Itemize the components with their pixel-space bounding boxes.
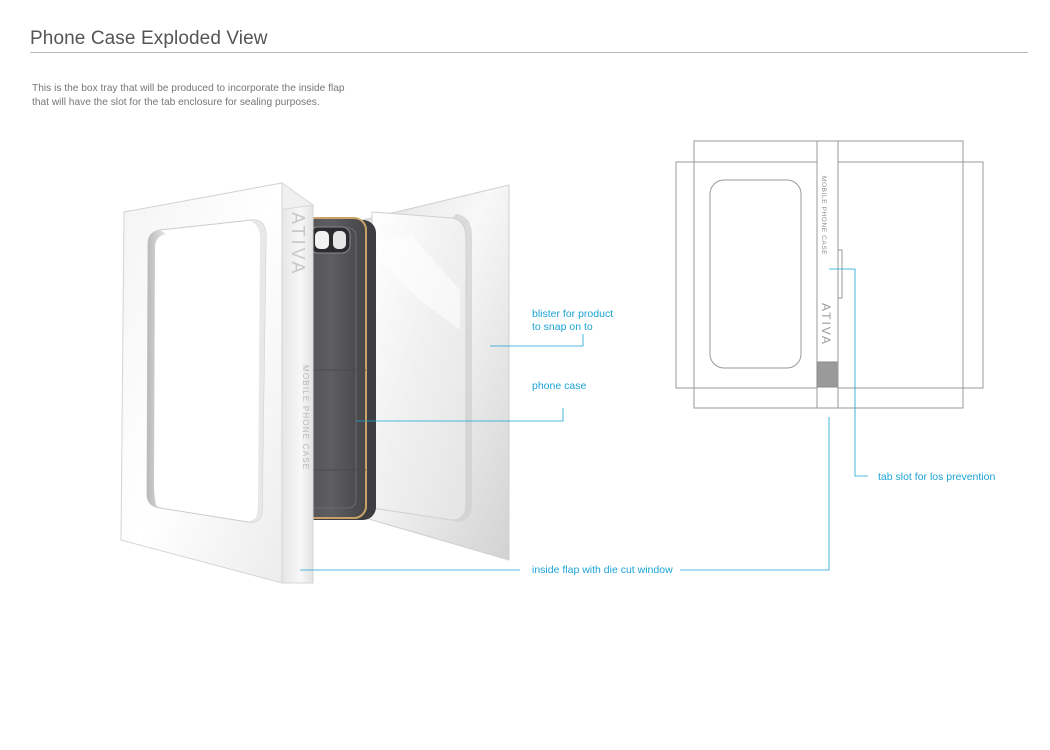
box-tray	[120, 182, 315, 584]
tray-brand-text: ATIVA	[288, 212, 308, 276]
tray-product-text: MOBILE PHONE CASE	[301, 365, 310, 470]
dieline-brand-text: ATIVA	[819, 303, 833, 346]
callout-phone-case: phone case	[532, 380, 587, 392]
description-line-2: that will have the slot for the tab encl…	[32, 96, 320, 108]
description-line-1: This is the box tray that will be produc…	[32, 83, 345, 94]
callout-inside-flap: inside flap with die cut window	[532, 564, 673, 576]
title-divider	[30, 52, 1028, 53]
page-title: Phone Case Exploded View	[30, 28, 268, 49]
leader-lines	[300, 268, 868, 571]
description: This is the box tray that will be produc…	[32, 82, 392, 109]
dieline	[675, 140, 984, 409]
callout-tab-slot: tab slot for los prevention	[878, 471, 996, 483]
callout-blister-line-1: blister for product	[532, 308, 614, 320]
callout-blister: blister for product to snap on to	[532, 308, 613, 333]
dieline-product-text: MOBILE PHONE CASE	[820, 176, 827, 255]
callout-blister-line-2: to snap on to	[532, 320, 593, 333]
